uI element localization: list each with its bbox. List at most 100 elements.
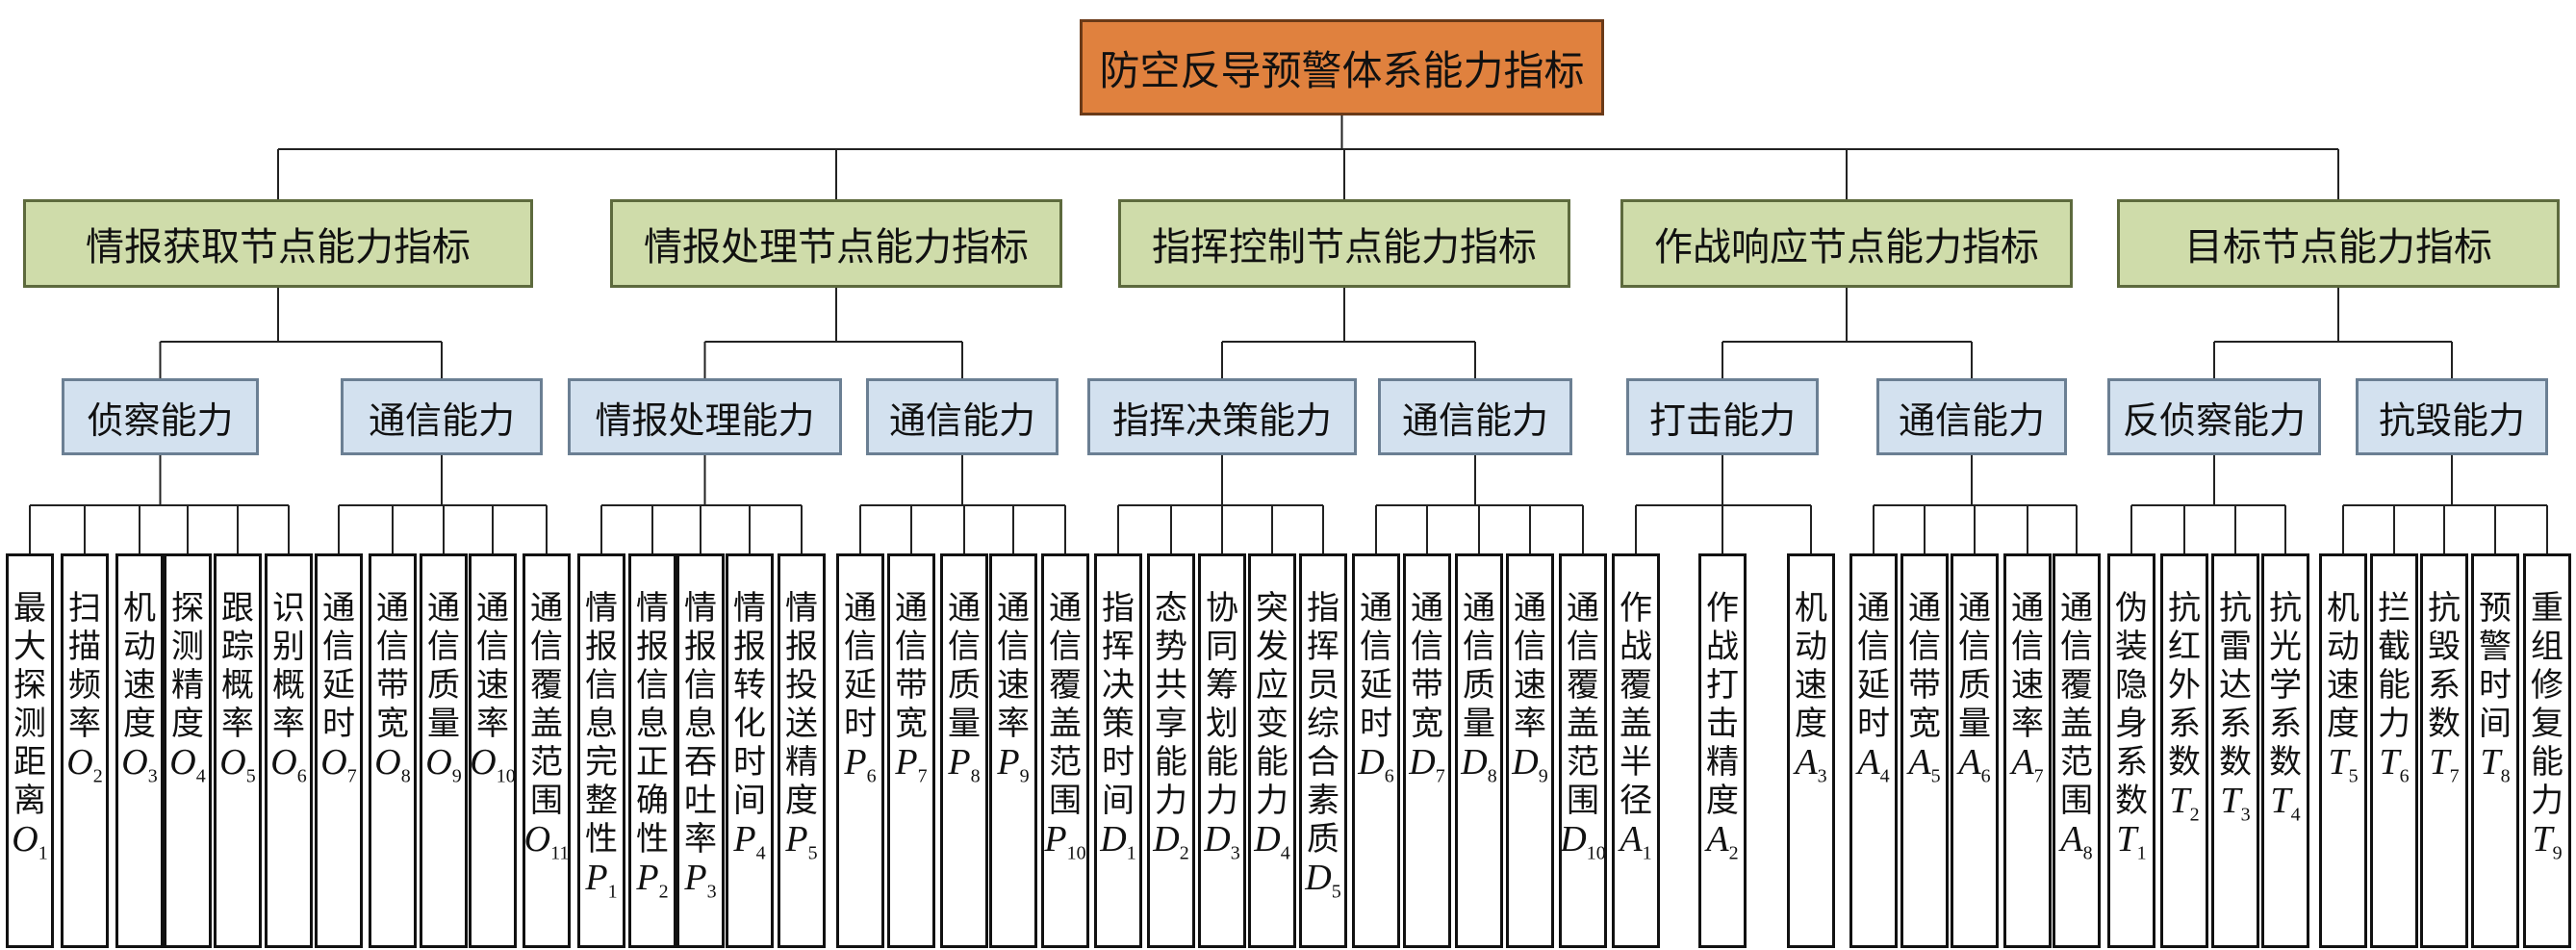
indicator-char: 扫 [68,589,101,628]
group-node: 通信能力 [1378,378,1572,455]
indicator-char: 度 [1795,705,1827,743]
indicator-symbol-letter: P [785,819,808,860]
indicator-char: 覆 [530,666,563,705]
indicator-char: 范 [2060,743,2093,782]
indicator-char: 量 [427,705,460,743]
indicator-symbol-letter: O [470,742,497,783]
indicator-symbol-subscript: 1 [1126,842,1136,864]
branch-node: 作战响应节点能力指标 [1620,199,2073,288]
indicator-char: 学 [2269,666,2302,705]
indicator-char: 抗 [2168,589,2201,628]
indicator-symbol-subscript: 2 [658,881,669,903]
group-node: 抗毁能力 [2356,378,2548,455]
indicator-symbol-letter: P [844,742,867,783]
indicator-char: 数 [2115,782,2148,820]
indicator-symbol-subscript: 7 [1435,765,1445,787]
indicator-char: 预 [2479,589,2512,628]
indicator-char: 精 [1706,743,1739,782]
indicator-symbol-letter: T [2379,742,2400,783]
indicator-symbol-subscript: 3 [2240,804,2251,826]
indicator-char: 信 [684,666,717,705]
indicator-char: 概 [221,666,254,705]
indicator-char: 盖 [1620,705,1652,743]
indicator-symbol-letter: O [320,742,347,783]
indicator-char: 信 [948,628,981,666]
indicator-symbol: A1 [1620,820,1651,873]
indicator-symbol-subscript: 9 [1019,765,1030,787]
indicator-char: 带 [895,666,928,705]
indicator-char: 度 [1706,782,1739,820]
indicator-char: 截 [2378,628,2410,666]
indicator-char: 通 [2011,589,2044,628]
indicator-symbol-letter: P [1044,819,1067,860]
indicator-char: 延 [1360,666,1392,705]
indicator-symbol: O4 [169,743,205,796]
indicator-char: 隐 [2115,666,2148,705]
indicator-symbol-letter: P [733,819,756,860]
indicator-char: 率 [2011,705,2044,743]
indicator-symbol: A7 [2011,743,2043,796]
group-node: 反侦察能力 [2107,378,2321,455]
indicator-char: 离 [13,782,46,820]
indicator-char: 信 [427,628,460,666]
indicator-char: 信 [1514,628,1546,666]
indicator-symbol: T8 [2480,743,2510,796]
indicator-char: 覆 [2060,666,2093,705]
indicator-char: 复 [2531,705,2563,743]
indicator-char: 度 [123,705,156,743]
indicator-char: 力 [1206,782,1238,820]
indicator-char: 达 [2219,666,2252,705]
indicator-char: 协 [1206,589,1238,628]
indicator-char: 抗 [2269,589,2302,628]
indicator-char: 速 [997,666,1030,705]
indicator-symbol: O8 [374,743,410,796]
indicator-symbol-letter: T [2328,742,2349,783]
indicator-char: 跟 [221,589,254,628]
indicator-char: 划 [1206,705,1238,743]
indicator-symbol: D8 [1461,743,1496,796]
indicator-char: 度 [171,705,204,743]
indicator-char: 息 [636,705,669,743]
indicator-symbol: A2 [1706,820,1738,873]
indicator-char: 雷 [2219,628,2252,666]
indicator-symbol: T5 [2328,743,2358,796]
indicator-symbol-subscript: 5 [1930,765,1941,787]
indicator-char: 盖 [2060,705,2093,743]
indicator-char: 报 [733,628,766,666]
indicator-char: 能 [1206,743,1238,782]
indicator-symbol-letter: O [12,819,38,860]
indicator-char: 时 [1857,705,1890,743]
indicator-char: 动 [2327,628,2359,666]
indicator-char: 通 [1463,589,1495,628]
indicator-char: 性 [585,820,618,859]
indicator-symbol: T7 [2429,743,2459,796]
indicator-symbol-subscript: 3 [706,881,717,903]
indicator-char: 信 [585,666,618,705]
indicator-char: 大 [13,628,46,666]
indicator-symbol-letter: A [2060,819,2083,860]
indicator-char: 时 [1360,705,1392,743]
indicator-char: 通 [997,589,1030,628]
indicator-char: 指 [1307,589,1339,628]
indicator-char: 信 [322,628,355,666]
indicator-char: 力 [2378,705,2410,743]
indicator-char: 作 [1620,589,1652,628]
indicator-symbol-letter: A [1958,742,1981,783]
indicator-char: 延 [1857,666,1890,705]
indicator-char: 拦 [2378,589,2410,628]
